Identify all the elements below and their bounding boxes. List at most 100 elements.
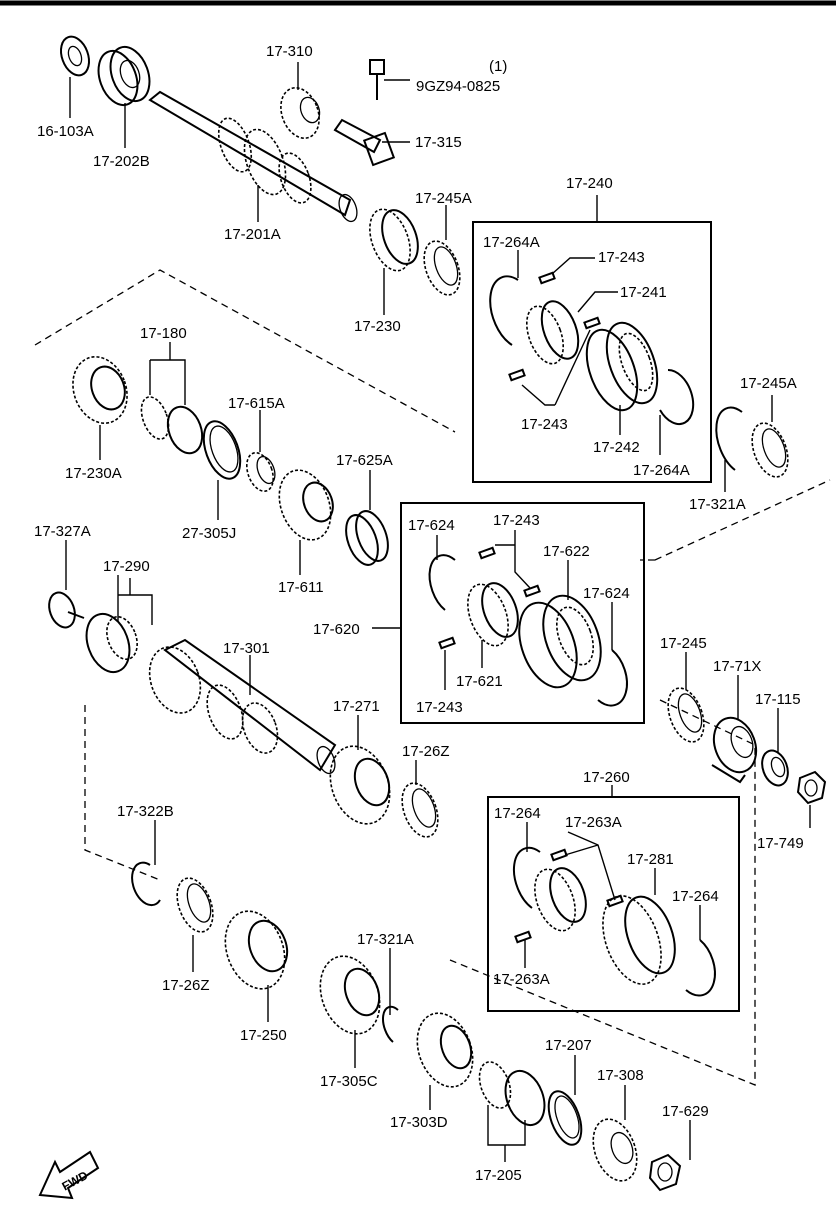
washer-17-207 — [547, 1090, 583, 1146]
label-17-321a-bot: 17-321A — [357, 931, 414, 948]
label-17-180: 17-180 — [140, 325, 187, 342]
label-17-264a-top: 17-264A — [483, 234, 540, 251]
gear-17-250 — [224, 910, 289, 990]
label-17-322b: 17-322B — [117, 803, 174, 820]
label-17-245: 17-245 — [660, 635, 707, 652]
bearing-17-205 — [478, 1061, 546, 1127]
pin-17-315 — [333, 118, 396, 167]
label-17-301: 17-301 — [223, 640, 270, 657]
label-17-26z-top: 17-26Z — [402, 743, 450, 760]
label-17-245a-top: 17-245A — [415, 190, 472, 207]
clip-17-321a-right — [715, 406, 743, 471]
label-17-615a: 17-615A — [228, 395, 285, 412]
clip-17-321a-bot — [382, 1005, 399, 1043]
part-labels: 16-103A 17-202B 17-310 (1) 9GZ94-0825 17… — [34, 43, 804, 1184]
main-shaft-17-201a — [148, 90, 358, 223]
label-17-230: 17-230 — [354, 318, 401, 335]
leader-lines — [65, 62, 811, 1162]
label-17-243-mid: 17-243 — [521, 416, 568, 433]
sleeve-17-622 — [518, 594, 602, 689]
label-17-305c: 17-305C — [320, 1073, 378, 1090]
bearing-17-115 — [761, 749, 789, 787]
sleeve-17-242 — [585, 321, 659, 412]
label-17-611: 17-611 — [278, 579, 324, 596]
label-9gz94-0825: 9GZ94-0825 — [416, 78, 500, 95]
bolt-9gz94-0825 — [369, 59, 385, 100]
bearing-17-615a — [246, 451, 276, 493]
label-17-749: 17-749 — [757, 835, 804, 852]
label-17-264a-bot: 17-264A — [633, 462, 690, 479]
clip-17-322b — [131, 861, 161, 907]
label-17-625a: 17-625A — [336, 452, 393, 469]
gear-17-310 — [280, 87, 321, 139]
fwd-arrow-icon: FWD — [38, 1150, 100, 1200]
sleeve-17-281 — [602, 895, 676, 985]
counter-shaft-17-301 — [148, 638, 337, 775]
label-17-250: 17-250 — [240, 1027, 287, 1044]
clip-17-624-right — [597, 649, 628, 707]
label-17-308: 17-308 — [597, 1067, 644, 1084]
nut-17-629 — [648, 1153, 682, 1192]
label-17-271: 17-271 — [333, 698, 380, 715]
ring-17-245a-top — [423, 240, 461, 296]
assembly-box-17-620 — [400, 502, 645, 724]
label-17-115: 17-115 — [755, 691, 801, 708]
bearing-17-290 — [85, 612, 138, 674]
label-17-281: 17-281 — [627, 851, 674, 868]
label-17-624-left: 17-624 — [408, 517, 455, 534]
label-17-264-right: 17-264 — [672, 888, 719, 905]
label-qty1: (1) — [489, 58, 507, 75]
hub-17-621 — [467, 582, 519, 647]
gear-17-611 — [278, 469, 334, 541]
label-17-310: 17-310 — [266, 43, 313, 60]
hub-17-241 — [525, 300, 580, 365]
label-17-207: 17-207 — [545, 1037, 592, 1054]
label-17-624-right: 17-624 — [583, 585, 630, 602]
nut-17-749 — [796, 770, 827, 805]
label-16-103a: 16-103A — [37, 123, 94, 140]
label-17-327a: 17-327A — [34, 523, 91, 540]
label-17-620: 17-620 — [313, 621, 360, 638]
label-17-622: 17-622 — [543, 543, 590, 560]
ring-17-245a-right — [751, 422, 789, 478]
label-27-305j: 27-305J — [182, 525, 236, 542]
label-17-321a-right: 17-321A — [689, 496, 746, 513]
label-17-290: 17-290 — [103, 558, 150, 575]
key-17-243 — [508, 271, 601, 382]
dashed-outline-upper — [34, 269, 831, 561]
clip-17-264-right — [685, 939, 716, 997]
gear-17-308 — [592, 1118, 638, 1182]
label-17-202b: 17-202B — [93, 153, 150, 170]
clip-17-264-left — [512, 846, 541, 909]
gear-17-230 — [369, 208, 419, 272]
ring-17-245 — [667, 687, 705, 743]
label-17-303d: 17-303D — [390, 1114, 448, 1131]
label-17-243-top: 17-243 — [598, 249, 645, 266]
key-17-243-620 — [438, 546, 541, 650]
washer-27-305j — [202, 420, 242, 480]
gear-17-305c — [319, 955, 381, 1035]
label-17-243-620bot: 17-243 — [416, 699, 463, 716]
gear-17-271 — [329, 745, 391, 825]
bearing-16-103a — [59, 35, 91, 77]
label-17-201a: 17-201A — [224, 226, 281, 243]
bearing-17-202b — [97, 45, 151, 107]
label-17-260: 17-260 — [583, 769, 630, 786]
bearing-17-180 — [140, 396, 204, 455]
label-17-242: 17-242 — [593, 439, 640, 456]
label-17-315: 17-315 — [415, 134, 462, 151]
label-17-205: 17-205 — [475, 1167, 522, 1184]
clip-17-264a-top — [489, 275, 519, 346]
assembly-box-17-260 — [487, 796, 740, 1012]
label-17-230a: 17-230A — [65, 465, 122, 482]
gear-17-303d — [416, 1012, 474, 1088]
clip-17-624-left — [428, 554, 456, 611]
ring-17-625a — [345, 510, 389, 566]
label-17-263a-bot: 17-263A — [493, 971, 550, 988]
label-17-71x: 17-71X — [713, 658, 761, 675]
gear-17-230a — [72, 356, 128, 424]
dashed-outline-lower — [84, 699, 756, 1086]
ring-17-26z-top — [401, 782, 439, 838]
label-17-264-left: 17-264 — [494, 805, 541, 822]
